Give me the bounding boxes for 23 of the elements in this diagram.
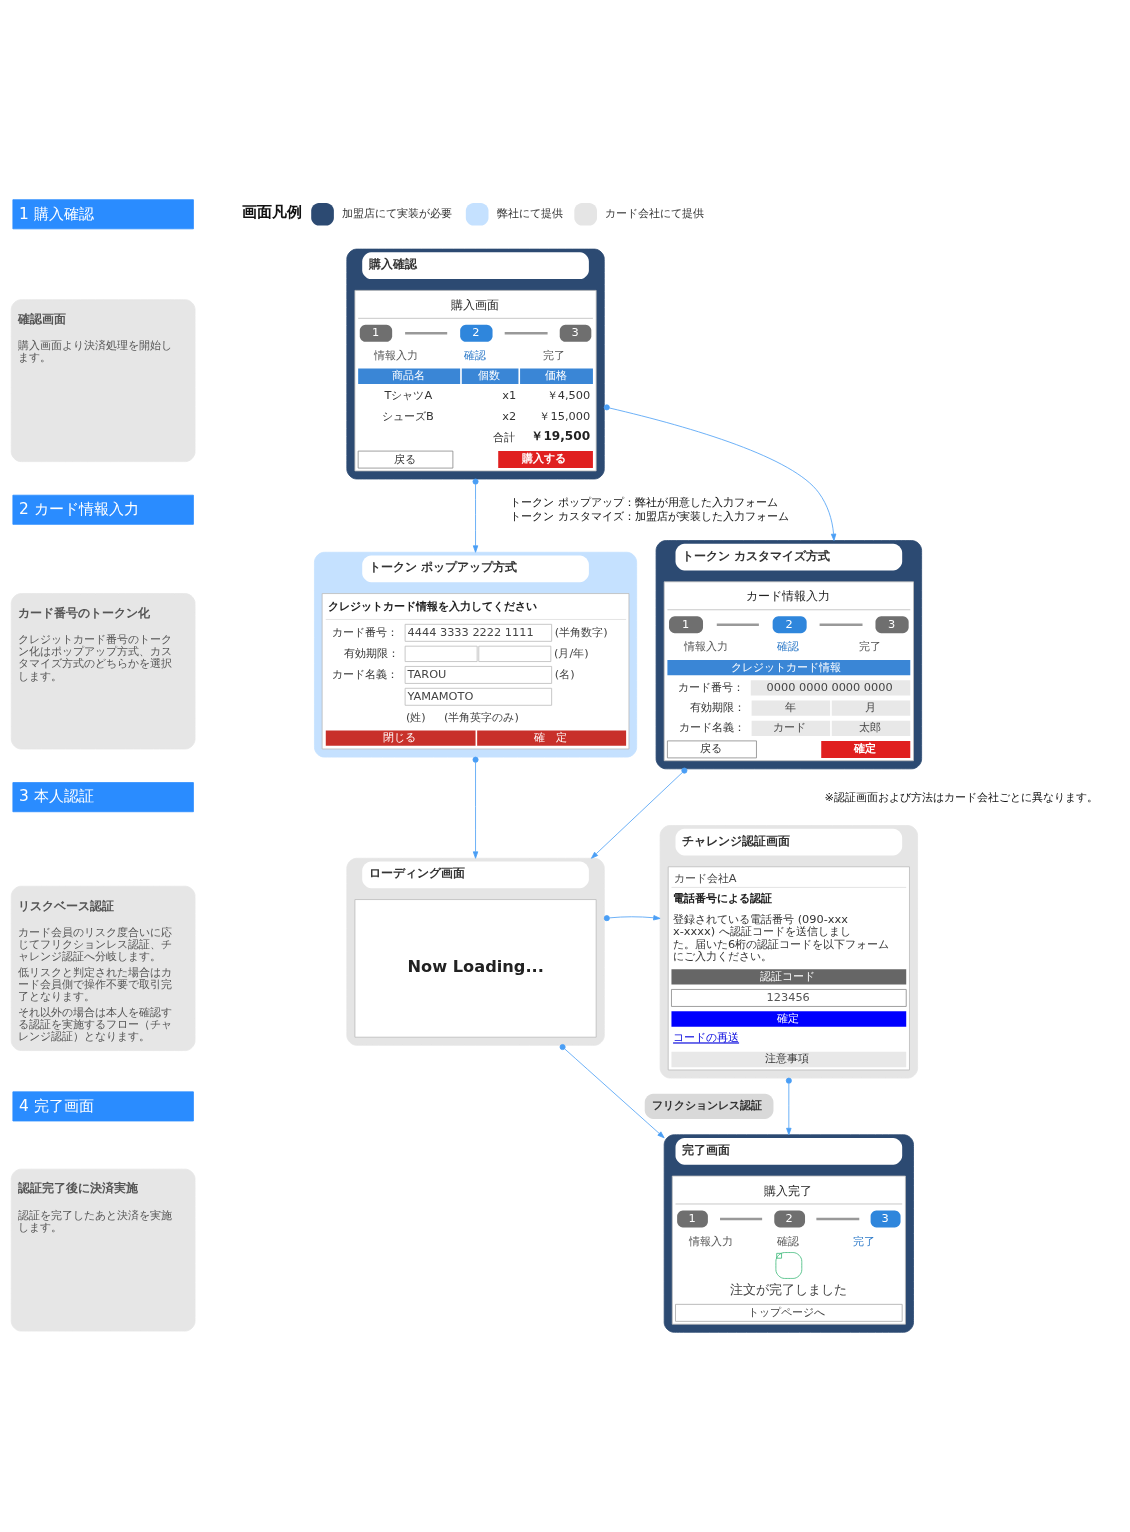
legend-label: 弊社にて提供 (496, 206, 563, 221)
node-box: 確認画面 購入画面より決済処理を開始します。 (10, 299, 196, 462)
node-box: 1 購入確認 (12, 199, 194, 230)
node-box: 2 カード情報入力 (12, 494, 194, 525)
node-box: 4 完了画面 (12, 1091, 194, 1122)
node-box: 認証完了後に決済実施 認証を完了したあと決済を実施します。 (10, 1168, 196, 1332)
label: ※認証画面および方法はカード会社ごとに異なります。 (824, 789, 1098, 804)
legend-label: カード会社にて提供 (605, 206, 705, 221)
arrow (591, 767, 688, 859)
edge-label: フリクションレス認証 (651, 1098, 762, 1113)
arrow (785, 1077, 792, 1136)
label: 画面凡例 (241, 203, 302, 222)
arrow (603, 404, 837, 541)
arrow (472, 478, 479, 553)
label: トークン ポップアップ：弊社が用意した入力フォーム (510, 494, 778, 509)
node-box: 3 本人認証 (12, 782, 194, 813)
legend-label: 加盟店にて実装が必要 (341, 206, 452, 221)
arrow (472, 756, 479, 859)
arrow (559, 1044, 665, 1139)
node-box: リスクベース認証 カード会員のリスク度合いに応じてフリクションレス認証、チャレンジ認証へ分岐します。 低リスクと判定された場合はカード会員側で操作不要で取引完了となります。 それ以外の場合は本人を確認する認証を実施するフロー（チャレンジ認証）となります。 (10, 885, 196, 1051)
node-box: カード番号のトークン化 クレジットカード番号のトークン化はポップアップ方式、カスタマイズ方式のどちらかを選択します。 (10, 593, 196, 750)
arrow (603, 915, 661, 922)
label: トークン カスタマイズ：加盟店が実装した入力フォーム (510, 508, 789, 523)
